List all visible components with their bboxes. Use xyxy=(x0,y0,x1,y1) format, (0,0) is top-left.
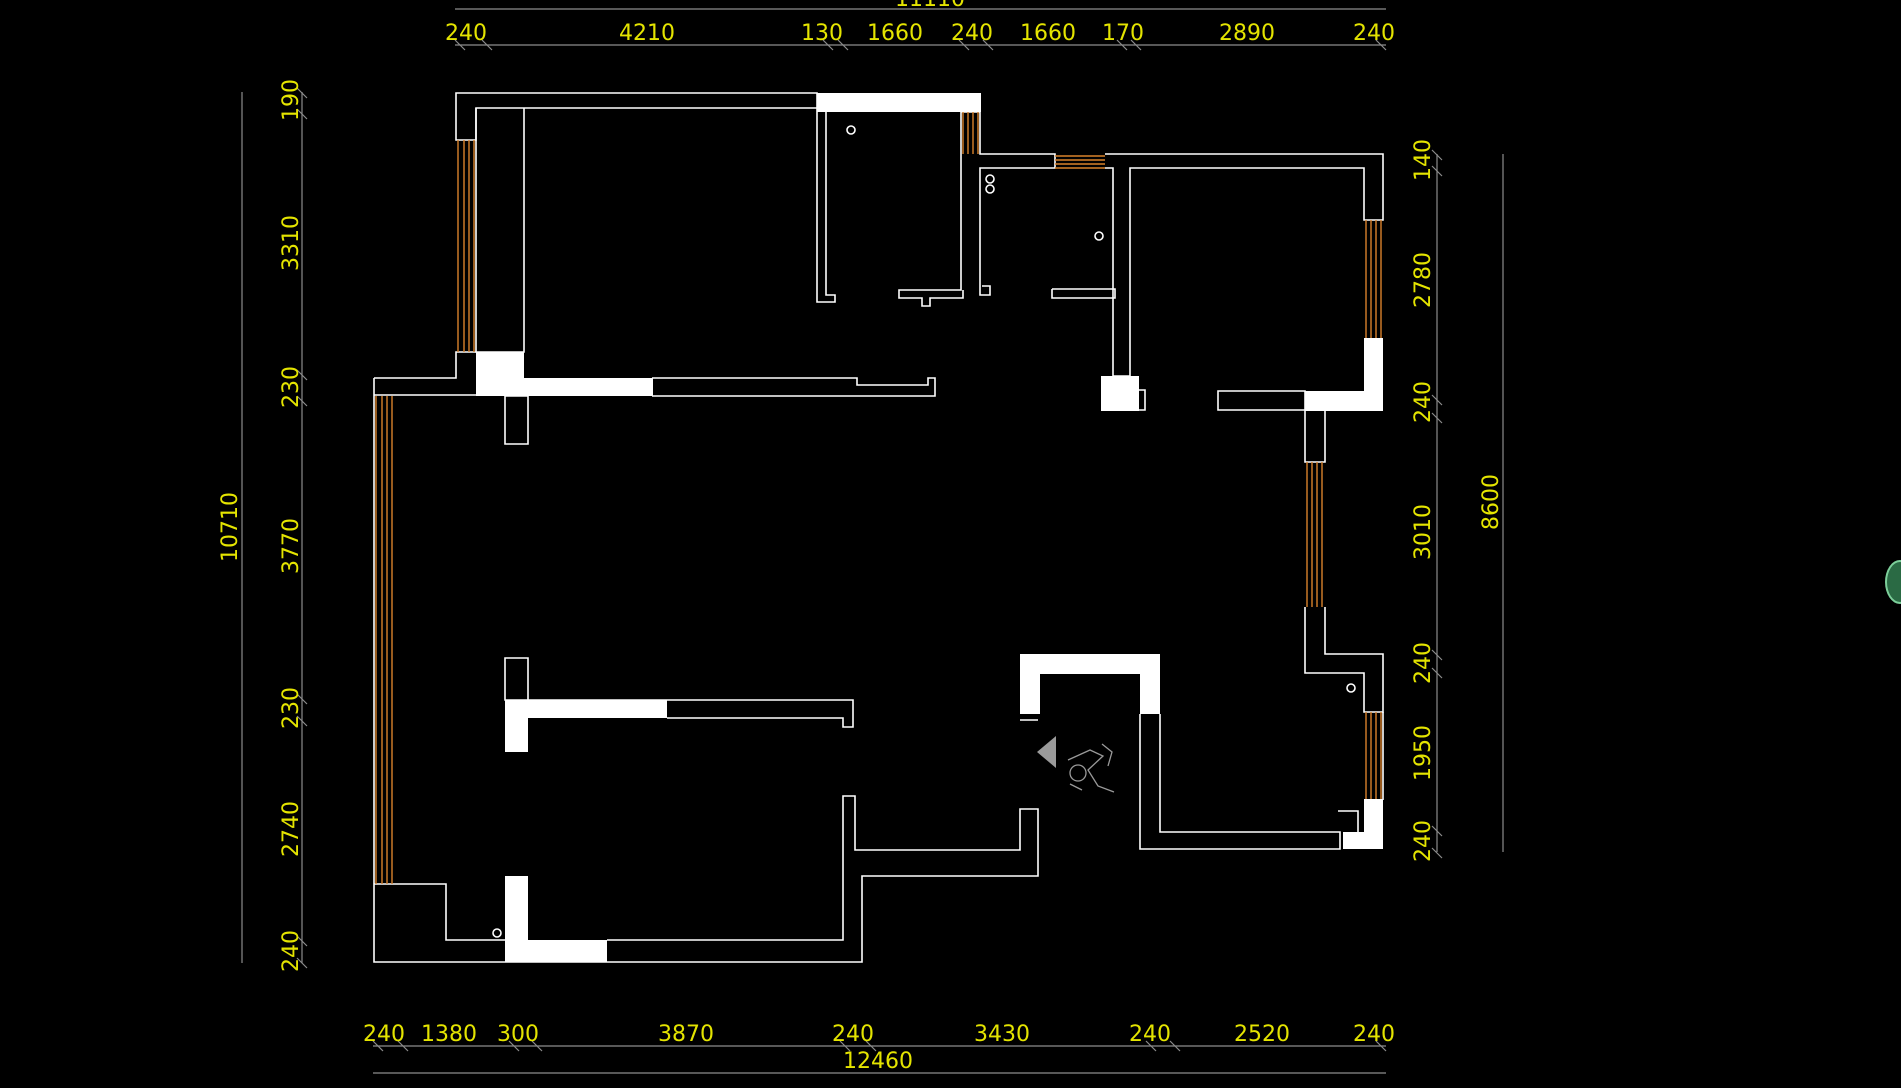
dim-top-5: 240 xyxy=(951,21,993,46)
dim-top-total: 11110 xyxy=(895,0,965,12)
dim-left-5: 230 xyxy=(279,687,304,729)
structural-columns xyxy=(476,93,1383,962)
column-center-top xyxy=(1101,376,1139,411)
dim-left-3: 230 xyxy=(279,366,304,408)
drain-icon xyxy=(985,174,995,184)
column-top-mid xyxy=(817,93,981,112)
dim-bottom-5: 240 xyxy=(832,1022,874,1047)
column-mid-left xyxy=(505,700,528,752)
column-center-right xyxy=(1140,654,1160,714)
dim-bottom-2: 1380 xyxy=(421,1022,477,1047)
dim-top-1: 240 xyxy=(445,21,487,46)
dim-left-total: 10710 xyxy=(218,492,243,562)
dim-bottom-8: 2520 xyxy=(1234,1022,1290,1047)
windows xyxy=(375,112,1382,884)
dim-right-5: 240 xyxy=(1411,642,1436,684)
dim-right-3: 240 xyxy=(1411,381,1436,423)
column-center-beam xyxy=(1020,654,1160,674)
column-mid-beam xyxy=(528,700,667,718)
dim-top-9: 240 xyxy=(1353,21,1395,46)
dim-bottom-7: 240 xyxy=(1129,1022,1171,1047)
dim-right-7: 240 xyxy=(1411,820,1436,862)
dim-right-1: 140 xyxy=(1411,139,1436,181)
dim-left-1: 190 xyxy=(279,79,304,121)
dim-bottom-3: 300 xyxy=(497,1022,539,1047)
person-walking-icon xyxy=(1067,743,1115,793)
dimension-lines xyxy=(241,8,1504,1074)
column-ne-side xyxy=(1364,338,1383,411)
drain-icon xyxy=(1094,231,1104,241)
dim-right-total: 8600 xyxy=(1479,474,1504,530)
dim-top-4: 1660 xyxy=(867,21,923,46)
dim-left-7: 240 xyxy=(279,930,304,972)
column-center-left xyxy=(1020,654,1040,714)
drain-icon xyxy=(985,184,995,194)
dim-bottom-4: 3870 xyxy=(658,1022,714,1047)
drain-icon xyxy=(1346,683,1356,693)
dim-bottom-1: 240 xyxy=(363,1022,405,1047)
dim-left-6: 2740 xyxy=(279,801,304,857)
column-nw-beam xyxy=(524,378,653,396)
dim-top-3: 130 xyxy=(801,21,843,46)
drain-icon xyxy=(846,125,856,135)
column-ne xyxy=(1305,391,1383,411)
dim-top-2: 4210 xyxy=(619,21,675,46)
dim-bottom-6: 3430 xyxy=(974,1022,1030,1047)
dim-top-6: 1660 xyxy=(1020,21,1076,46)
entrance-arrow-icon xyxy=(1037,736,1056,768)
dim-right-2: 2780 xyxy=(1411,252,1436,308)
column-se xyxy=(1364,799,1383,849)
entrance-symbol xyxy=(1037,736,1115,793)
dim-top-7: 170 xyxy=(1102,21,1144,46)
column-se-base xyxy=(1343,832,1364,849)
wall-outlines xyxy=(373,92,1384,963)
column-nw xyxy=(476,352,524,396)
dim-top-8: 2890 xyxy=(1219,21,1275,46)
dim-right-6: 1950 xyxy=(1411,725,1436,781)
dim-left-4: 3770 xyxy=(279,518,304,574)
drain-fixtures xyxy=(492,125,1356,938)
drain-icon xyxy=(492,928,502,938)
dim-right-4: 3010 xyxy=(1411,504,1436,560)
column-sw-beam xyxy=(505,940,607,962)
dim-left-2: 3310 xyxy=(279,215,304,271)
dim-bottom-total: 12460 xyxy=(843,1049,913,1074)
dim-bottom-9: 240 xyxy=(1353,1022,1395,1047)
